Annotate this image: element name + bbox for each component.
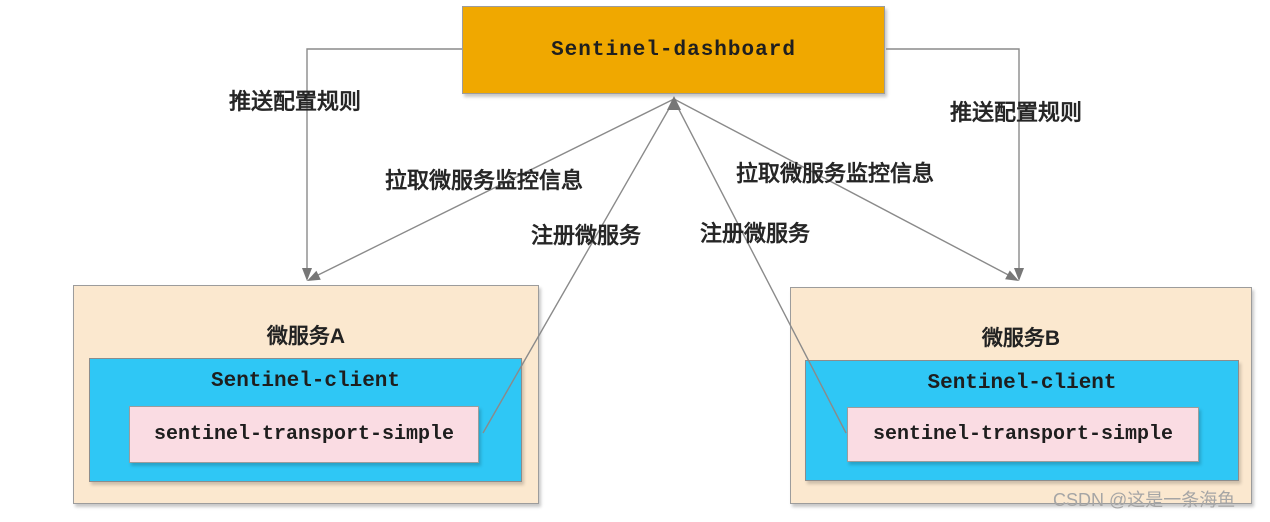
sentinel-dashboard-node: Sentinel-dashboard [462,6,885,94]
arrowhead-microservice-b-down [1014,268,1024,281]
register-label-right: 注册微服务 [700,221,811,246]
pull-monitor-label-left: 拉取微服务监控信息 [385,168,584,193]
sentinel-client-b-label: Sentinel-client [927,372,1117,395]
arrowhead-microservice-b-diagonal [1005,270,1019,281]
microservice-a-title: 微服务A [266,325,346,348]
push-config-connector-left [306,48,462,269]
sentinel-client-a-node: Sentinel-client sentinel-transport-simpl… [89,358,522,482]
transport-simple-b-label: sentinel-transport-simple [872,423,1174,446]
transport-simple-a-label: sentinel-transport-simple [153,423,455,446]
transport-simple-a-node: sentinel-transport-simple [129,406,479,463]
register-label-left: 注册微服务 [531,223,642,248]
pull-monitor-label-right: 拉取微服务监控信息 [736,161,935,186]
sentinel-client-b-node: Sentinel-client sentinel-transport-simpl… [805,360,1239,481]
sentinel-client-a-label: Sentinel-client [210,370,401,393]
arrowhead-microservice-a-down [302,268,312,281]
push-config-label-right: 推送配置规则 [950,100,1083,125]
arrowhead-dashboard-up [667,96,681,110]
microservice-a-node: 微服务A Sentinel-client sentinel-transport-… [73,285,539,504]
sentinel-dashboard-label: Sentinel-dashboard [551,38,796,62]
arrowhead-microservice-a-diagonal [307,270,321,281]
microservice-b-title: 微服务B [981,327,1061,350]
csdn-watermark: CSDN @这是一条海鱼 [1053,490,1236,510]
microservice-b-node: 微服务B Sentinel-client sentinel-transport-… [790,287,1252,504]
transport-simple-b-node: sentinel-transport-simple [847,407,1199,462]
push-config-label-left: 推送配置规则 [229,89,362,114]
